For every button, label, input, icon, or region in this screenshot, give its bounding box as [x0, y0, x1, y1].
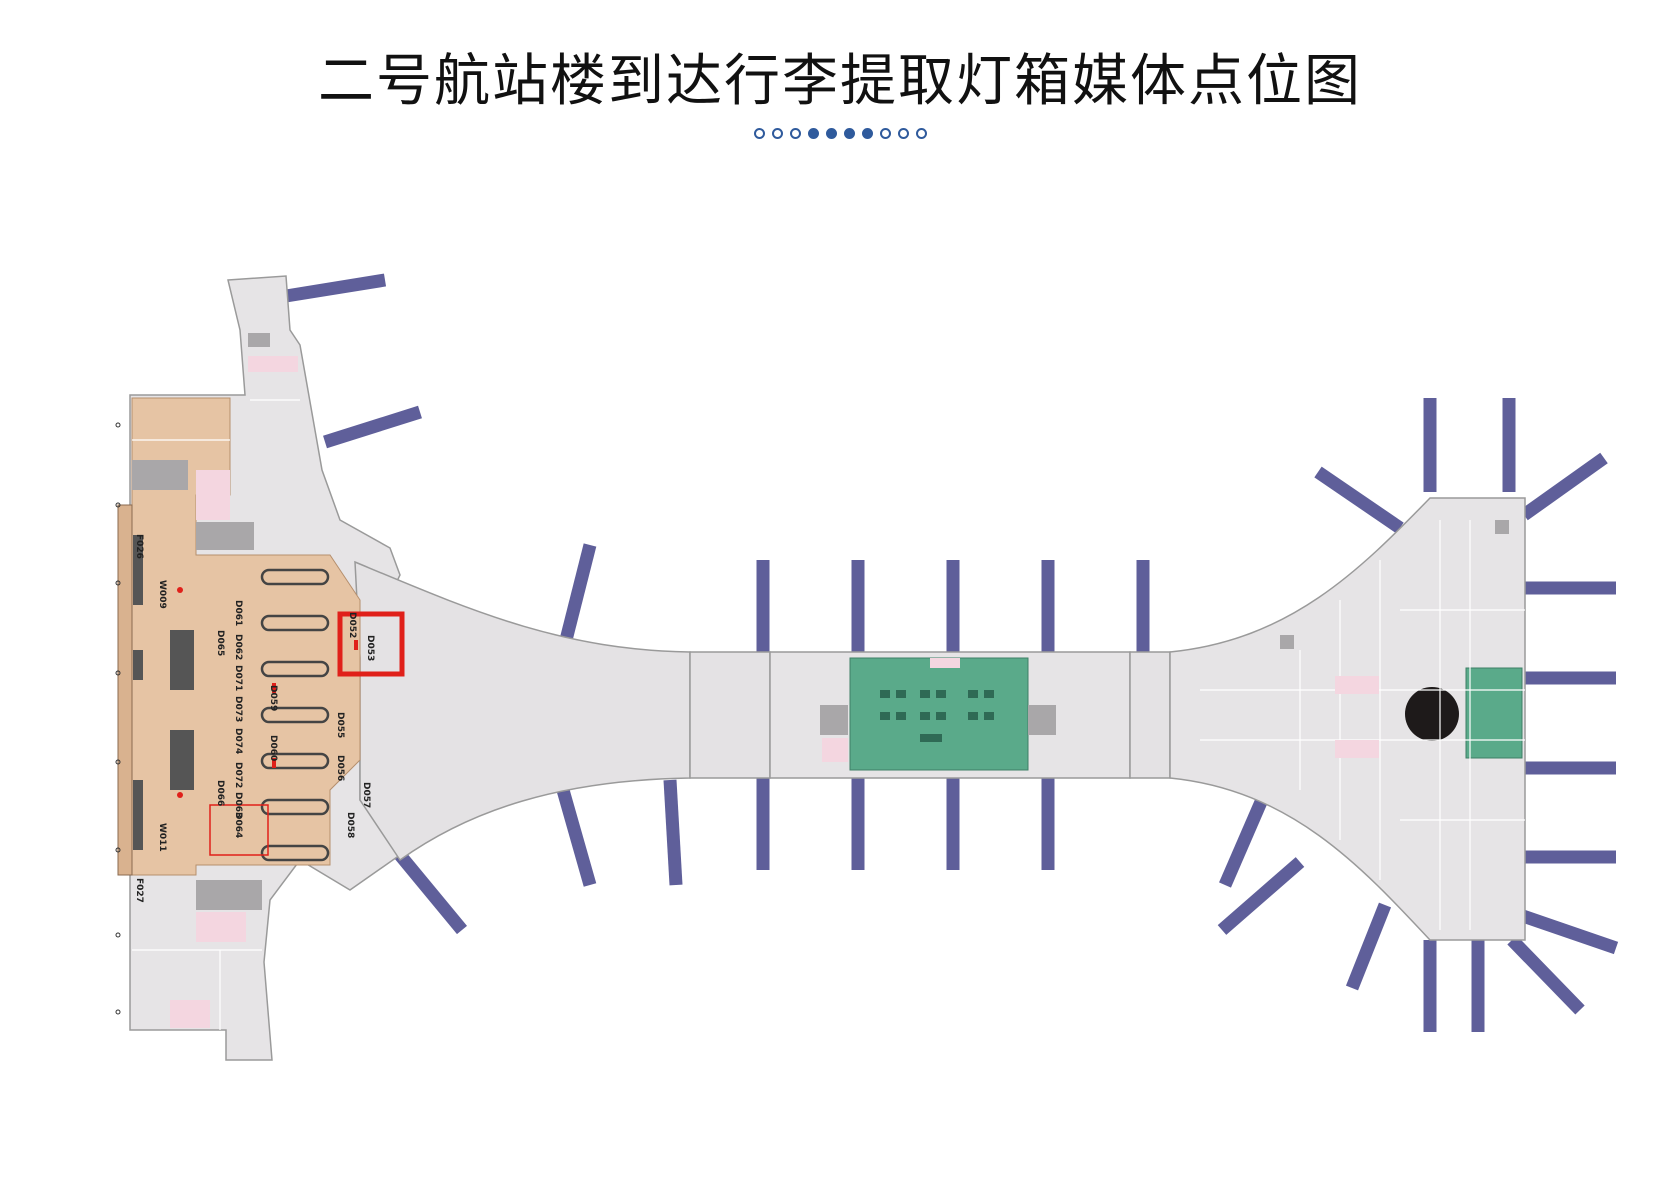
- jet-bridge: [394, 850, 468, 935]
- label-w011: W011: [157, 823, 167, 852]
- jet-bridge: [284, 273, 387, 303]
- jet-bridge: [1507, 935, 1585, 1015]
- jet-bridge: [556, 788, 597, 887]
- green-zone-right: [1465, 667, 1523, 759]
- label-d064: D064: [233, 812, 243, 838]
- label-d058: D058: [345, 812, 355, 838]
- jet-bridge: [1314, 466, 1404, 534]
- pager-dot[interactable]: [879, 128, 891, 139]
- label-d063: D063: [233, 792, 243, 818]
- label-d061: D061: [233, 600, 243, 626]
- pager-dot[interactable]: [861, 128, 873, 139]
- label-d071: D071: [233, 665, 243, 691]
- page-title: 二号航站楼到达行李提取灯箱媒体点位图: [318, 49, 1362, 114]
- red-markers: [177, 587, 358, 798]
- pager-dot[interactable]: [807, 128, 819, 139]
- grey-blocks: [132, 333, 270, 910]
- pager-dot[interactable]: [789, 128, 801, 139]
- label-d065: D065: [215, 630, 225, 656]
- label-d066: D066: [215, 780, 225, 806]
- terminal-right-building: [1169, 497, 1526, 941]
- jet-bridge: [1345, 902, 1392, 991]
- jet-bridge: [1520, 452, 1608, 521]
- pager-dot[interactable]: [843, 128, 855, 139]
- label-d072: D072: [233, 762, 243, 788]
- media-highlight-d064[interactable]: [209, 804, 269, 856]
- label-d057: D057: [361, 782, 371, 808]
- pager-dot[interactable]: [825, 128, 837, 139]
- label-w009: W009: [157, 580, 167, 609]
- jet-bridge: [559, 543, 597, 642]
- jet-bridges: [284, 273, 1619, 1032]
- pier-connector-2: [1129, 651, 1171, 779]
- middle-pier-pink: [822, 658, 960, 762]
- pager-dot[interactable]: [753, 128, 765, 139]
- point-labels: F026 W009 W011 F027 D061 D065 D062 D071 …: [134, 534, 375, 903]
- jet-bridge: [1217, 857, 1305, 935]
- label-d060: D060: [268, 735, 278, 761]
- right-terminal-grid: [1200, 520, 1525, 930]
- edge-markers: [115, 422, 121, 1015]
- label-d059: D059: [268, 685, 278, 711]
- jet-bridge: [663, 779, 683, 886]
- left-wall-marks: [133, 535, 194, 850]
- left-wall: [117, 504, 133, 876]
- label-d052: D052: [347, 612, 357, 638]
- page-indicator[interactable]: [0, 128, 1680, 139]
- green-zone-grid: [880, 690, 994, 742]
- right-terminal-grey: [1280, 520, 1509, 649]
- right-terminal-pink: [1335, 676, 1379, 758]
- white-lines-left: [132, 399, 300, 1030]
- label-d055: D055: [335, 712, 345, 738]
- label-d062: D062: [233, 634, 243, 660]
- pier-connector-1: [689, 651, 771, 779]
- pager-dot[interactable]: [897, 128, 909, 139]
- baggage-carousels: [260, 568, 330, 862]
- pager-dot[interactable]: [915, 128, 927, 139]
- pager-dot[interactable]: [771, 128, 783, 139]
- media-highlight-d053[interactable]: [337, 611, 405, 677]
- label-d053: D053: [365, 635, 375, 661]
- label-d056: D056: [335, 755, 345, 781]
- concourse-connector: [354, 560, 691, 862]
- jet-bridge: [323, 405, 422, 449]
- rotunda: [1405, 687, 1459, 741]
- jet-bridge: [1219, 792, 1270, 888]
- label-d074: D074: [233, 728, 243, 754]
- label-d073: D073: [233, 696, 243, 722]
- middle-pier-blocks: [820, 705, 1056, 735]
- pink-blocks: [170, 356, 298, 1028]
- label-f027: F027: [134, 878, 144, 903]
- label-f026: F026: [134, 534, 144, 559]
- jet-bridge: [1517, 908, 1619, 955]
